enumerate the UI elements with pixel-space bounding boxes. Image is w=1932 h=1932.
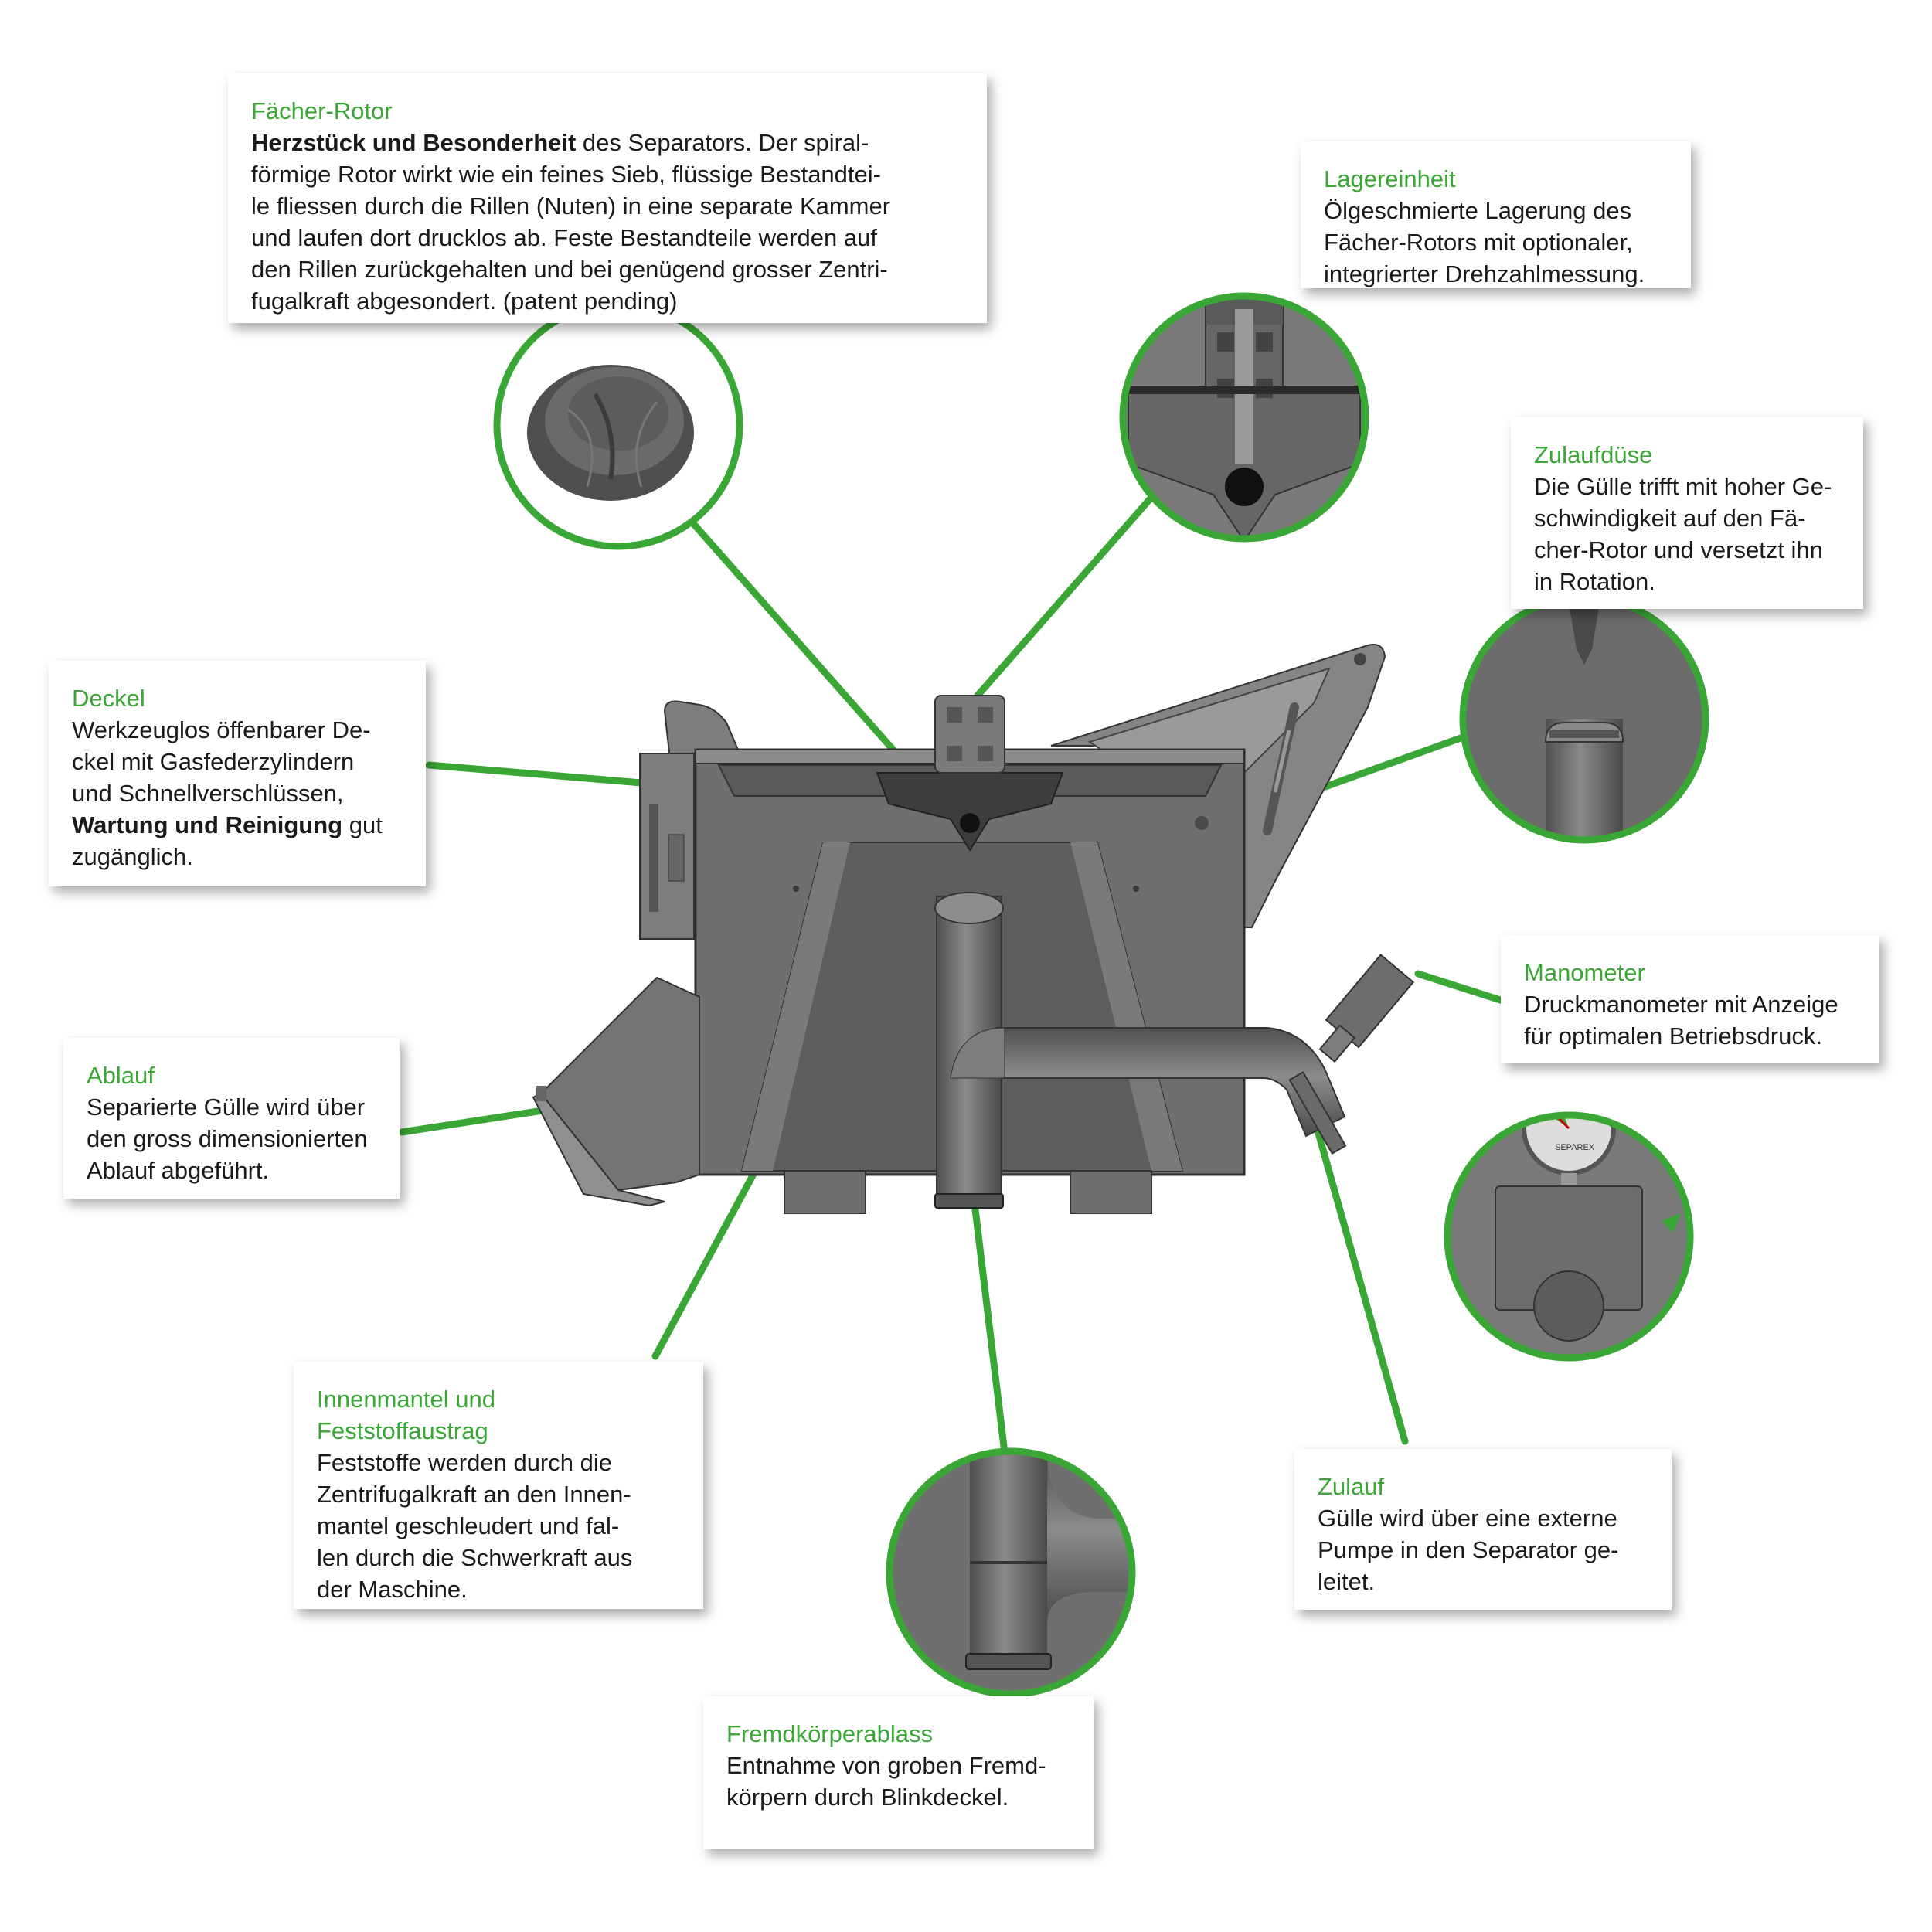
callout-body: Separierte Gülle wird über den gross dim… — [87, 1094, 368, 1184]
inlet-flange — [1288, 1071, 1347, 1155]
leader-innenmantel — [651, 1163, 761, 1360]
leader-rotor — [688, 518, 900, 757]
leader-lines — [398, 471, 1519, 1457]
callout-body: Ölgeschmierte Lagerung des Fächer-Rotors… — [1324, 197, 1645, 287]
callout-manometer: Manometer Druckmanometer mit Anzeige für… — [1501, 935, 1879, 1063]
callout-title: Innenmantel und Feststoffaustrag — [317, 1386, 495, 1444]
callout-lagereinheit: Lagereinheit Ölgeschmierte Lagerung des … — [1301, 141, 1691, 288]
leader-manometer — [1414, 970, 1519, 1009]
leader-bearing — [974, 471, 1175, 699]
leader-zulauf — [1310, 1113, 1409, 1445]
left-support — [639, 753, 695, 940]
callout-body: Gülle wird über eine externe Pumpe in de… — [1318, 1505, 1619, 1595]
callout-body: Entnahme von groben Fremd- körpern durch… — [726, 1752, 1046, 1811]
callout-title: Fremdkörperablass — [726, 1720, 934, 1747]
callout-fremdkoerperablass: Fremdkörperablass Entnahme von groben Fr… — [703, 1696, 1094, 1849]
detail-bearing — [1119, 292, 1369, 543]
callout-deckel: Deckel Werkzeuglos öffenbarer De- ckel m… — [49, 661, 426, 886]
callout-body-text: gut zugänglich. — [72, 811, 383, 870]
callout-faecher-rotor: Fächer-Rotor Herzstück und Besonderheit … — [228, 73, 987, 323]
leader-drain — [971, 1206, 1009, 1457]
callout-title: Fächer-Rotor — [251, 97, 393, 124]
leader-deckel — [425, 761, 645, 787]
callout-title: Lagereinheit — [1324, 165, 1456, 192]
callout-innenmantel: Innenmantel und Feststoffaustrag Feststo… — [294, 1362, 703, 1609]
callout-body-text: des Separators. Der spiral- förmige Roto… — [251, 129, 891, 315]
separator-machine — [532, 644, 1415, 1214]
inlet-pipe — [995, 1027, 1346, 1138]
bearing-housing — [934, 695, 1005, 774]
callout-title: Ablauf — [87, 1062, 155, 1089]
callout-body-text: Werkzeuglos öffenbarer De- ckel mit Gasf… — [72, 716, 371, 807]
foot-right — [1070, 1170, 1152, 1214]
callout-title: Deckel — [72, 685, 145, 712]
callout-body: Druckmanometer mit Anzeige für optimalen… — [1524, 991, 1838, 1049]
manometer-logo: SEPAREX — [1555, 1143, 1595, 1152]
callout-zulauf: Zulauf Gülle wird über eine externe Pump… — [1294, 1449, 1672, 1610]
detail-rotor — [493, 300, 743, 550]
detail-drain — [886, 1447, 1136, 1698]
callout-body-bold: Herzstück und Besonderheit — [251, 129, 577, 156]
callout-body: Werkzeuglos öffenbarer De- ckel mit Gasf… — [72, 714, 403, 872]
foot-left — [784, 1170, 866, 1214]
callout-title: Manometer — [1524, 959, 1645, 986]
callout-body: Feststoffe werden durch die Zentrifugalk… — [317, 1449, 633, 1603]
callout-body: Die Gülle trifft mit hoher Ge- schwindig… — [1534, 473, 1832, 595]
detail-manometer: SEPAREX — [1444, 1111, 1694, 1362]
callout-zulaufduese: Zulaufdüse Die Gülle trifft mit hoher Ge… — [1511, 417, 1863, 609]
callout-ablauf: Ablauf Separierte Gülle wird über den gr… — [63, 1038, 400, 1199]
detail-nozzle — [1459, 594, 1709, 844]
callout-title: Zulaufdüse — [1534, 441, 1653, 468]
callout-title: Zulauf — [1318, 1473, 1385, 1500]
leader-nozzle — [1321, 734, 1464, 791]
callout-body: Herzstück und Besonderheit des Separator… — [251, 127, 964, 317]
callout-body-bold: Wartung und Reinigung — [72, 811, 343, 838]
leader-ablauf — [398, 1105, 556, 1136]
rotor-section — [876, 772, 1064, 852]
